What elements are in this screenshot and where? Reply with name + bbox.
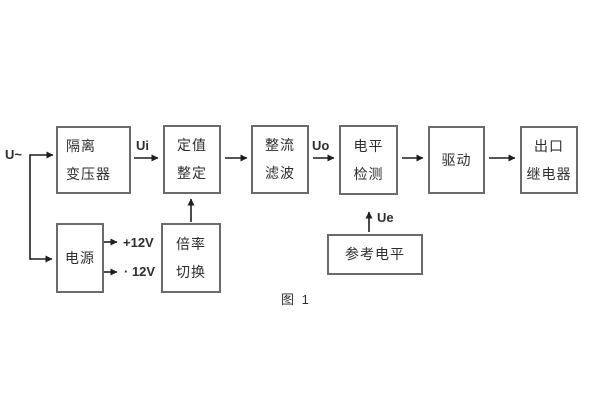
- block-outlet-relay: 出口 继电器: [520, 126, 578, 194]
- block-label-line: 出口: [534, 137, 564, 154]
- block-label-line: 继电器: [526, 165, 572, 182]
- block-label-line: 驱动: [441, 151, 472, 168]
- block-label-line: 电源: [65, 249, 95, 266]
- block-reference-level: 参考电平: [327, 234, 423, 275]
- block-label-line: 变压器: [66, 165, 111, 182]
- figure-caption: 图 1: [281, 292, 311, 307]
- block-isolation-transformer: 隔离 变压器: [56, 126, 131, 194]
- block-power-supply: 电源: [56, 223, 104, 293]
- block-drive: 驱动: [428, 126, 485, 194]
- block-label-line: 滤波: [265, 165, 295, 181]
- uo-signal-label: Uo: [312, 138, 330, 153]
- ue-signal-label: Ue: [377, 210, 394, 225]
- block-label-line: 整流: [265, 137, 295, 153]
- block-label-line: 参考电平: [345, 246, 405, 262]
- block-label-line: 倍率: [176, 235, 206, 252]
- block-label-line: 检测: [353, 165, 384, 182]
- block-label-line: 整定: [177, 165, 207, 181]
- minus12v-label: · 12V: [124, 264, 156, 279]
- block-value-setting: 定值 整定: [163, 125, 221, 194]
- block-label-line: 隔离: [66, 137, 96, 154]
- block-label-line: 切换: [176, 263, 206, 280]
- block-ratio-switch: 倍率 切换: [161, 223, 221, 293]
- plus12v-label: +12V: [123, 235, 154, 250]
- input-voltage-label: U~: [5, 147, 22, 162]
- block-level-detect: 电平 检测: [339, 125, 398, 195]
- block-rectify-filter: 整流 滤波: [251, 125, 309, 194]
- block-label-line: 电平: [353, 137, 384, 154]
- ui-signal-label: Ui: [136, 138, 149, 153]
- block-label-line: 定值: [177, 137, 207, 153]
